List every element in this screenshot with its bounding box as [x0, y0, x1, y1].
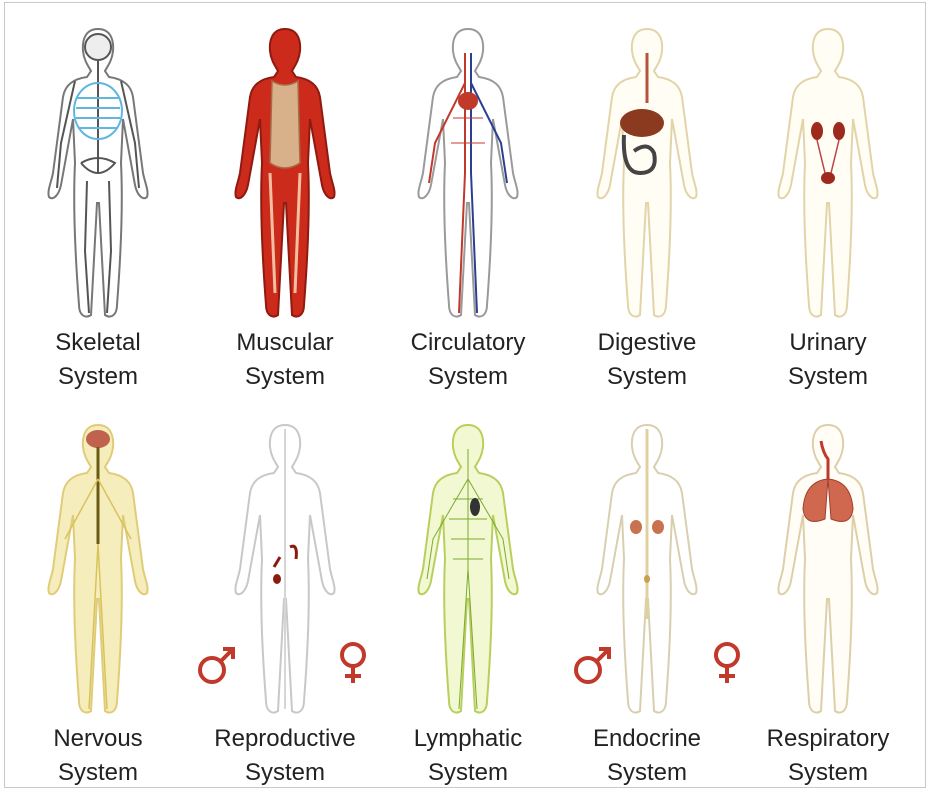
- male-symbol-icon: [571, 643, 615, 687]
- system-label-line1: Urinary: [743, 326, 913, 360]
- system-label-line1: Lymphatic: [383, 722, 553, 756]
- system-label-line2: System: [743, 756, 913, 790]
- female-symbol-icon: [331, 641, 375, 685]
- system-label-line2: System: [383, 360, 553, 394]
- urinary-figure-icon: [743, 23, 913, 323]
- male-symbol-icon: [195, 643, 239, 687]
- circulatory-figure-icon: [383, 23, 553, 323]
- system-label-line1: Skeletal: [13, 326, 183, 360]
- skeletal-figure-icon: [13, 23, 183, 323]
- system-label-line2: System: [383, 756, 553, 790]
- system-label-line2: System: [13, 360, 183, 394]
- system-label-line1: Nervous: [13, 722, 183, 756]
- system-label-line1: Digestive: [562, 326, 732, 360]
- system-label-line2: System: [562, 756, 732, 790]
- lymphatic-figure-icon: [383, 419, 553, 719]
- body-silhouette: [235, 29, 334, 317]
- system-label-line2: System: [200, 360, 370, 394]
- system-label-line2: System: [13, 756, 183, 790]
- system-label-line2: System: [562, 360, 732, 394]
- system-label-line1: Reproductive: [200, 722, 370, 756]
- nervous-figure-icon: [13, 419, 183, 719]
- respiratory-figure-icon: [743, 419, 913, 719]
- body-silhouette: [418, 29, 517, 317]
- figure-outline: [418, 29, 517, 317]
- system-label-line2: System: [743, 360, 913, 394]
- system-label-line2: System: [200, 756, 370, 790]
- female-symbol-icon: [705, 641, 749, 685]
- system-label-line1: Endocrine: [562, 722, 732, 756]
- digestive-figure-icon: [562, 23, 732, 323]
- figure-outline: [235, 29, 334, 317]
- system-label-line1: Muscular: [200, 326, 370, 360]
- system-label-line1: Circulatory: [383, 326, 553, 360]
- muscular-figure-icon: [200, 23, 370, 323]
- body-systems-diagram: Skeletal System Muscular System Circulat…: [4, 2, 926, 788]
- system-label-line1: Respiratory: [743, 722, 913, 756]
